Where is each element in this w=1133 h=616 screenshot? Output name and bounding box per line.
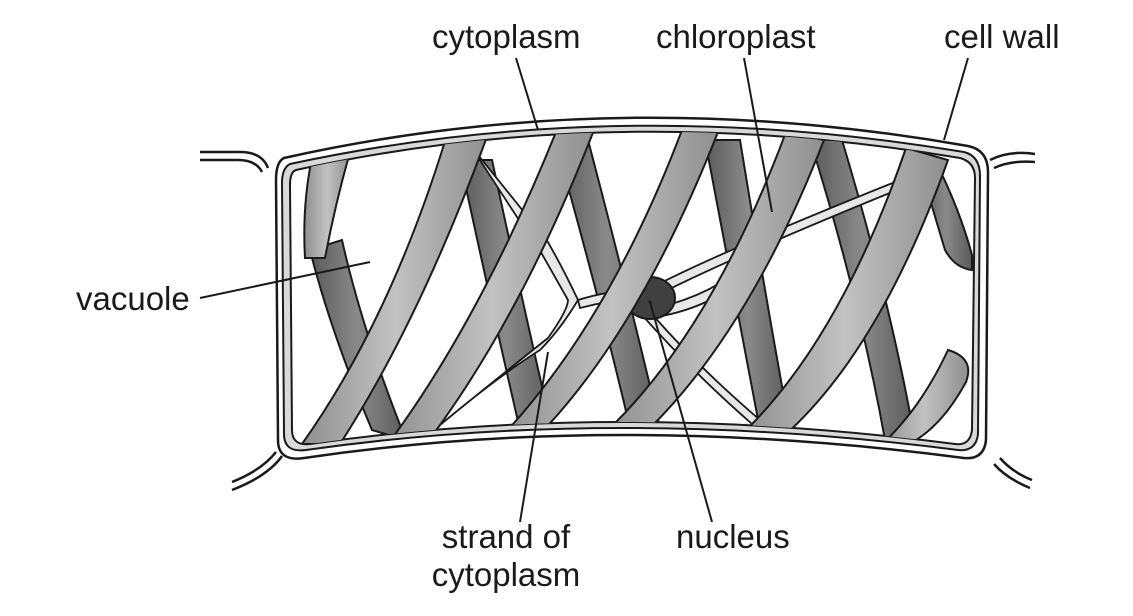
neighbour-cell-walls: [200, 150, 1036, 492]
label-strand-line1: strand of: [441, 518, 571, 555]
leader-lines: [199, 57, 969, 523]
leader-dot-nucleus: [648, 300, 652, 304]
label-cytoplasm: cytoplasm: [432, 18, 581, 55]
label-cell-wall: cell wall: [944, 18, 1060, 55]
label-vacuole: vacuole: [76, 280, 190, 317]
label-chloroplast: chloroplast: [656, 18, 816, 55]
label-nucleus: nucleus: [676, 518, 790, 555]
label-strand-of-cytoplasm: strand of cytoplasm: [420, 518, 592, 594]
label-strand-line2: cytoplasm: [431, 556, 581, 593]
